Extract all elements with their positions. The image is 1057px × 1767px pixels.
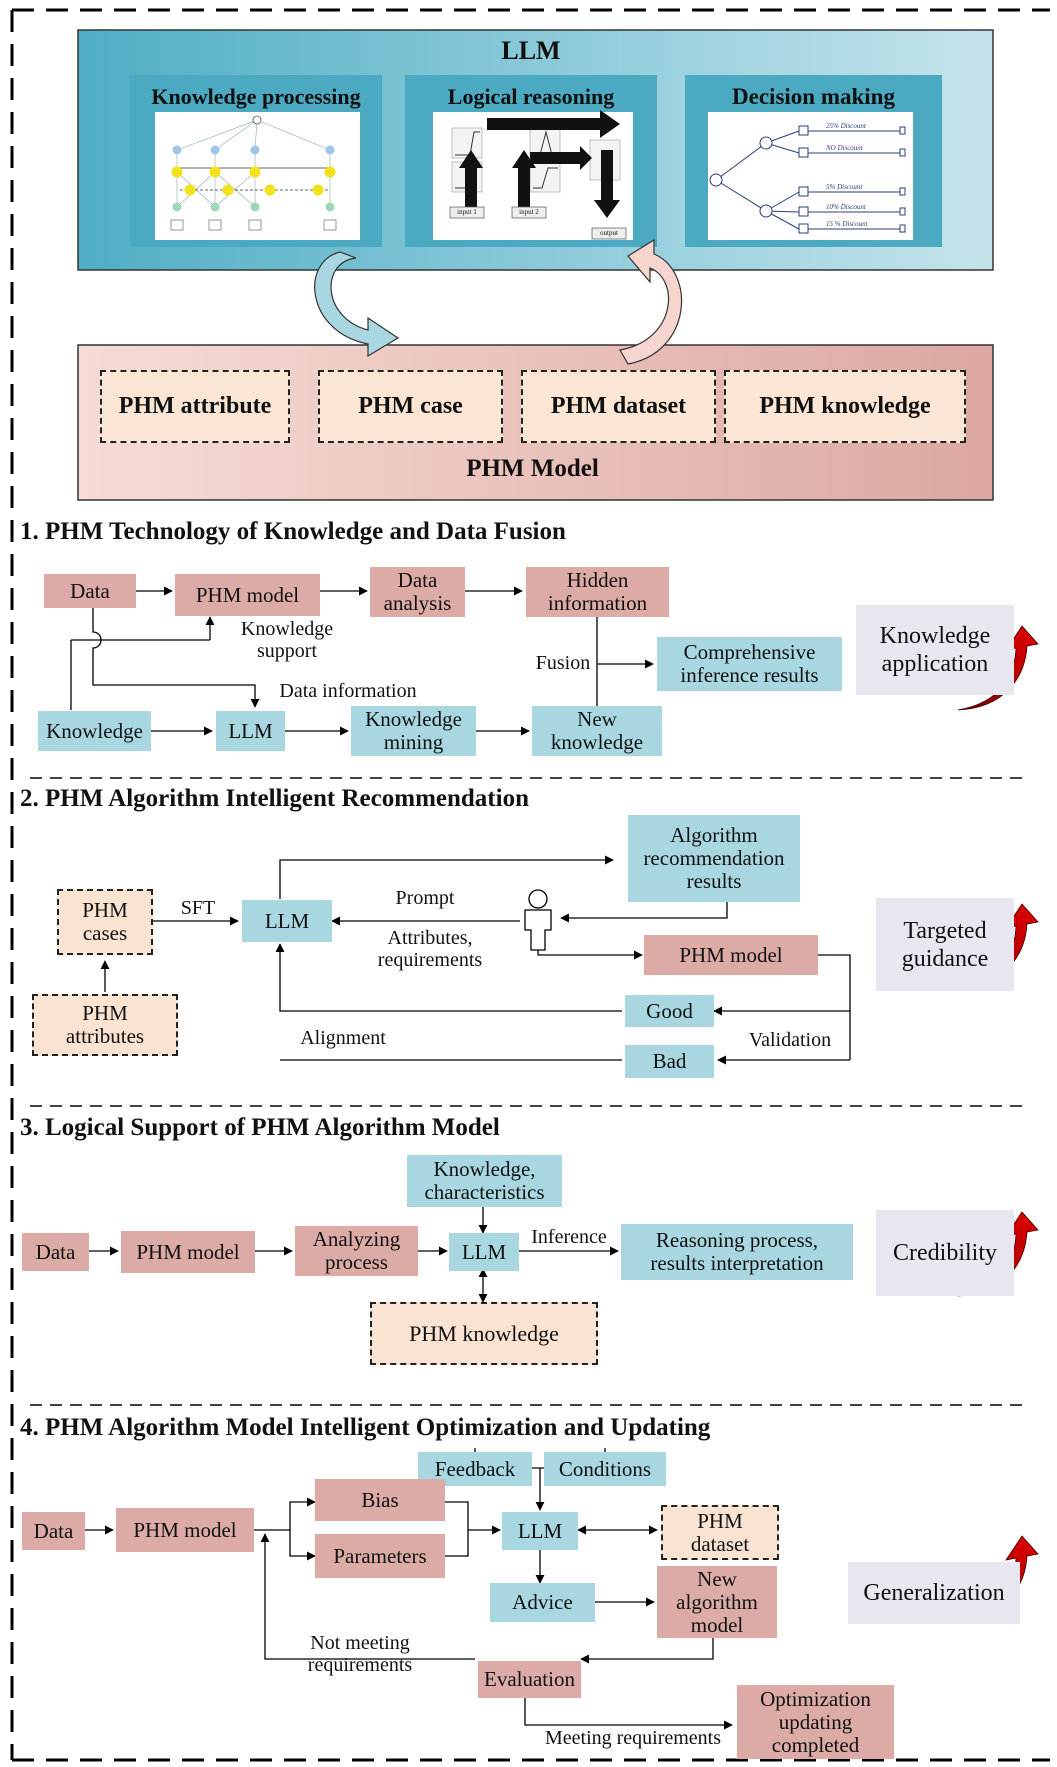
tree-label-5: 15 % Discount [826,220,868,228]
section-2-title: 2. PHM Algorithm Intelligent Recommendat… [20,785,529,812]
s4-conditions-box: Conditions [544,1452,666,1486]
s2-phm-attributes-box: PHM attributes [32,994,178,1056]
s4-not-meeting-label: Not meeting requirements [307,1632,413,1676]
section-1-title: 1. PHM Technology of Knowledge and Data … [20,518,566,545]
s1-data-information-label: Data information [279,680,417,702]
s4-meeting-label: Meeting requirements [544,1727,722,1749]
s2-llm-box: LLM [242,900,332,942]
tree-label-3: 5% Discount [826,183,863,191]
s1-new-knowledge-box: New knowledge [532,706,662,756]
s2-badge-targeted-guidance: Targeted guidance [876,898,1014,991]
s4-llm-box: LLM [502,1512,578,1550]
s4-bias-box: Bias [315,1479,445,1521]
s4-data-box: Data [22,1512,85,1550]
s3-phm-model-box: PHM model [121,1231,255,1273]
logic-label-output: output [600,229,618,237]
phm-model-title: PHM Model [466,455,599,482]
section-3-title: 3. Logical Support of PHM Algorithm Mode… [20,1114,500,1141]
section-4-title: 4. PHM Algorithm Model Intelligent Optim… [20,1414,711,1441]
s4-advice-box: Advice [490,1583,595,1622]
section-dividers [30,777,1030,1406]
s2-validation-label: Validation [748,1029,832,1051]
s1-llm-box: LLM [216,711,285,751]
s3-data-box: Data [22,1233,89,1271]
s1-fusion-label: Fusion [535,652,591,674]
s4-phm-model-box: PHM model [116,1508,254,1552]
logical-reasoning-title: Logical reasoning [447,84,615,109]
knowledge-processing-title: Knowledge processing [151,84,361,109]
s3-reasoning-box: Reasoning process, results interpretatio… [621,1224,853,1280]
decision-making-title: Decision making [732,84,895,109]
s4-evaluation-box: Evaluation [478,1661,581,1698]
s1-hidden-info-box: Hidden information [526,567,669,617]
down-curve-arrow [314,251,400,358]
s2-sft-label: SFT [180,897,216,919]
s4-parameters-box: Parameters [315,1534,445,1578]
outer-dashed-border [10,8,1050,1762]
decision-tree-illustration [708,112,913,240]
s2-arrows [100,855,851,1065]
s2-bad-box: Bad [625,1045,714,1078]
s4-feedback-box: Feedback [418,1452,532,1486]
s1-badge-knowledge-application: Knowledge application [856,605,1014,695]
s3-badge-credibility: Credibility [876,1210,1014,1296]
s2-phm-cases-box: PHM cases [57,889,153,955]
s3-knowledge-char-box: Knowledge, characteristics [407,1155,562,1207]
s4-opt-done-box: Optimization updating completed [737,1685,894,1759]
tree-label-4: 10% Discount [826,203,866,211]
s2-algo-rec-box: Algorithm recommendation results [628,815,800,902]
logic-label-input1: input 1 [457,208,477,216]
s4-new-algo-box: New algorithm model [657,1566,777,1638]
s2-attrs-req-label: Attributes, requirements [377,927,483,971]
logic-illustration [433,110,633,240]
s3-phm-knowledge-box: PHM knowledge [370,1302,598,1365]
logic-label-input2: input 2 [519,208,539,216]
s1-knowledge-support-label: Knowledge support [240,618,334,662]
tree-label-1: 25% Discount [826,122,866,130]
s1-data-analysis-box: Data analysis [370,567,465,617]
s3-analyzing-box: Analyzing process [295,1226,418,1276]
s1-knowledge-box: Knowledge [38,711,151,751]
s3-arrows [89,1207,619,1303]
s2-good-box: Good [625,995,714,1027]
llm-title: LLM [501,36,561,65]
phm-knowledge-box: PHM knowledge [724,370,966,443]
s1-data-box: Data [44,574,136,608]
s1-arrows [70,586,654,736]
network-illustration [155,112,360,240]
phm-dataset-box: PHM dataset [521,370,716,443]
red-arrows [957,625,1039,1621]
tree-label-2: NO Discount [826,144,863,152]
s2-alignment-label: Alignment [300,1027,386,1049]
s4-phm-dataset-box: PHM dataset [661,1505,779,1560]
s1-knowledge-mining-box: Knowledge mining [351,706,476,756]
s4-badge-generalization: Generalization [848,1562,1020,1624]
s1-comprehensive-box: Comprehensive inference results [657,637,842,691]
s2-phm-model-box: PHM model [644,935,818,975]
up-curve-arrow [619,238,683,365]
s1-phm-model-box: PHM model [175,574,320,616]
phm-attribute-box: PHM attribute [100,370,290,443]
s3-llm-box: LLM [449,1233,519,1271]
s3-inference-label: Inference [531,1226,607,1248]
phm-case-box: PHM case [318,370,503,443]
s2-prompt-label: Prompt [395,887,455,909]
person-icon [524,889,552,951]
